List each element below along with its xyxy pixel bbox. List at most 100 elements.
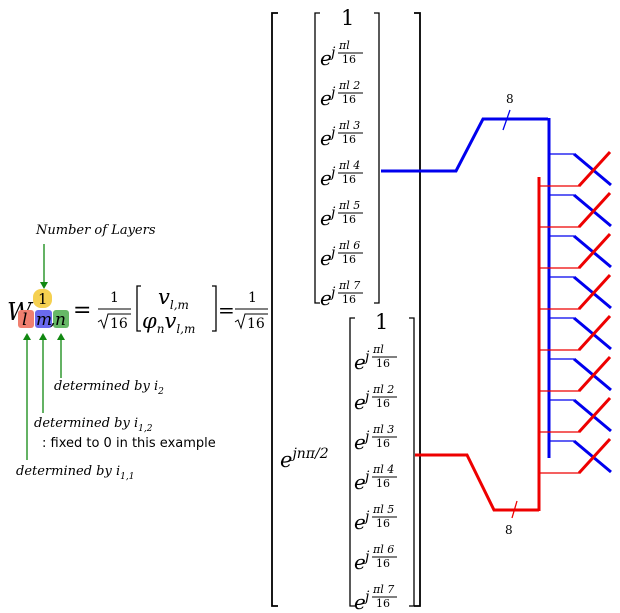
bottom-entry-1: 1: [375, 310, 388, 334]
exp-numerator: πl 2: [338, 79, 360, 92]
exp-denominator: 16: [342, 133, 356, 146]
exp-numerator: πl 4: [338, 159, 360, 172]
exp-j: j: [362, 509, 370, 525]
exp-j: j: [328, 285, 336, 301]
exp-numerator: πl 5: [372, 503, 394, 516]
exp-numerator: πl: [372, 343, 384, 356]
exp-numerator: πl 7: [338, 279, 360, 292]
i11-arrowhead: [23, 333, 31, 340]
exp-j: j: [362, 549, 370, 565]
exp-numerator: πl 5: [338, 199, 360, 212]
exp-denominator: 16: [342, 173, 356, 186]
layers-label: Number of Layers: [35, 223, 156, 238]
equals-2: =: [218, 298, 235, 322]
exp-base: e: [320, 46, 332, 70]
i12-label: determined by i1,2: [34, 416, 153, 434]
exp-j: j: [362, 469, 370, 485]
antenna-element: [539, 355, 612, 393]
blue-bus-label: 8: [506, 92, 514, 106]
blue-feed-line: [381, 117, 548, 173]
exp-denominator: 16: [342, 293, 356, 306]
exp-numerator: πl 7: [372, 583, 394, 596]
exp-denominator: 16: [342, 213, 356, 226]
exp-j: j: [362, 389, 370, 405]
exp-j: j: [328, 125, 336, 141]
antenna-element: [539, 232, 612, 270]
exp-denominator: 16: [376, 477, 390, 490]
exp-j: j: [328, 85, 336, 101]
exp-numerator: πl 2: [372, 383, 394, 396]
equals-1: =: [73, 298, 91, 323]
exp-denominator: 16: [376, 517, 390, 530]
exp-j: j: [328, 45, 336, 61]
red-dipole: [577, 396, 612, 434]
exp-j: j: [362, 349, 370, 365]
exp-base: e: [320, 166, 332, 190]
red-dipole: [577, 355, 612, 393]
outer-left-bracket: [271, 12, 278, 607]
exp-denominator: 16: [376, 397, 390, 410]
red-dipole: [577, 232, 612, 270]
red-dipole: [577, 273, 612, 311]
antenna-elements: [539, 150, 612, 475]
exp-j: j: [362, 589, 370, 605]
red-dipole: [577, 314, 612, 352]
exp-base: e: [354, 350, 366, 374]
phase-prefix: ejnπ/2: [280, 446, 329, 472]
exp-base: e: [320, 246, 332, 270]
exp-numerator: πl 6: [338, 239, 360, 252]
frac1-num: 1: [110, 290, 119, 306]
superscript-1: 1: [38, 290, 48, 308]
exp-base: e: [320, 86, 332, 110]
antenna-element: [539, 150, 612, 188]
phi-v: φnvl,m: [142, 309, 195, 336]
exp-base: e: [354, 390, 366, 414]
exp-denominator: 16: [376, 597, 390, 610]
top-entry-1: 1: [341, 6, 354, 30]
l-box: [18, 310, 34, 328]
index-m: m: [36, 310, 52, 330]
blue-bus-slash: [502, 109, 511, 131]
exp-denominator: 16: [342, 53, 356, 66]
top-inner-left-bracket: [314, 12, 320, 304]
exp-numerator: πl 3: [372, 423, 394, 436]
bottom-inner-left-bracket: [349, 317, 355, 607]
red-bus-slash: [511, 500, 518, 519]
frac2-num: 1: [248, 290, 257, 306]
exp-denominator: 16: [376, 357, 390, 370]
n-box: [53, 310, 69, 328]
exp-base: e: [320, 286, 332, 310]
index-sep: ,: [50, 310, 55, 330]
layers-arrowhead: [40, 282, 48, 289]
exp-base: e: [320, 206, 332, 230]
red-dipole: [577, 150, 612, 188]
superscript-box: [33, 289, 52, 308]
antenna-element: [539, 396, 612, 434]
exp-denominator: 16: [376, 437, 390, 450]
frac1-sqrt: [97, 313, 131, 330]
frac2-sqrt: [234, 313, 268, 330]
exp-base: e: [354, 590, 366, 613]
exp-base: e: [354, 430, 366, 454]
red-dipole: [577, 191, 612, 229]
exp-j: j: [328, 165, 336, 181]
exp-base: e: [354, 550, 366, 574]
v-top: vl,m: [158, 285, 189, 312]
exp-denominator: 16: [376, 557, 390, 570]
exp-j: j: [328, 205, 336, 221]
exp-j: j: [362, 429, 370, 445]
antenna-element: [539, 191, 612, 229]
exp-numerator: πl: [338, 39, 350, 52]
small-left-bracket: [136, 285, 141, 332]
